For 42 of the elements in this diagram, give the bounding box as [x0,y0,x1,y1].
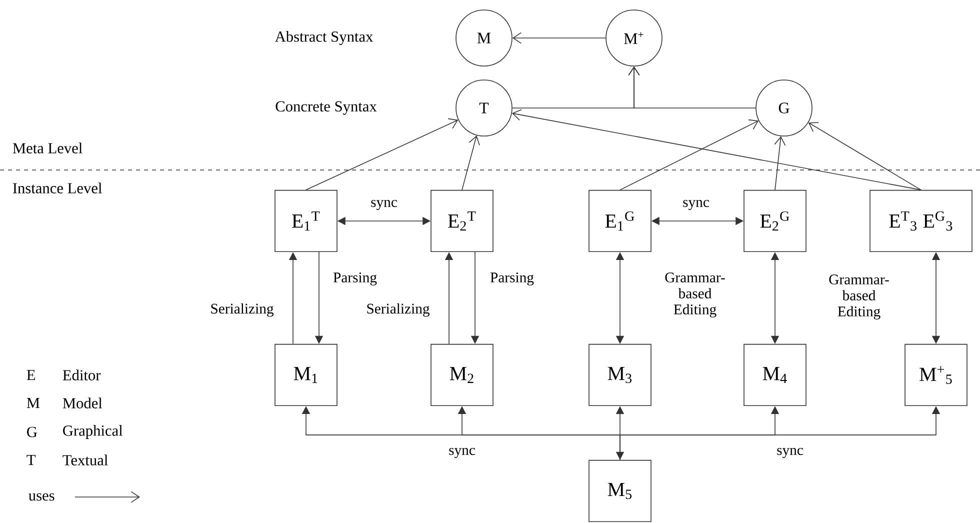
arrow [512,32,606,44]
edge-label: Parsing [332,271,378,287]
edge-label: sync [369,198,399,212]
legend-text: Editor [62,370,101,380]
edge-label: sync [447,446,477,460]
edge-label: Serializing [364,302,432,318]
arrow [462,135,480,190]
model-box: M$_{1}$ [274,344,338,406]
model-box: M$^{+}$5 [904,344,968,406]
arrow [306,118,458,190]
arrow [774,136,786,190]
level-label: Meta Level [12,142,82,154]
legend-text: Graphical [63,425,123,439]
edge-label: sync [775,446,805,460]
model-box: E$_{1}$G [588,190,652,252]
model-box: E$_{2}$G [744,190,806,252]
legend-text: Textual [62,454,108,466]
edge-label: Grammar-based Editing [824,273,894,321]
legend-text: E [26,370,35,380]
level-label: Abstract Syntax [274,31,374,45]
edge-label: Parsing [488,271,536,287]
legend-text: T [26,454,36,465]
edge-label: Serializing [208,302,276,318]
edge-label: Grammar-based Editing [660,271,730,319]
model-box: E$_{2}$T [430,190,494,252]
model-box: M$_{4}$ [744,344,806,406]
model-box: E$_{1}$T [274,190,338,252]
legend-text: Model [62,398,102,408]
legend-text: G [27,426,37,438]
model-box: M$_{2}$ [430,344,494,406]
model-box: M$_{3}$ [588,344,652,406]
legend-text: uses [28,493,54,501]
legend-text: M [26,398,40,408]
edge-label: sync [681,198,711,212]
arrow [512,109,922,190]
model-box: M$_{5}$ [588,460,652,522]
arrow [620,119,759,190]
arrow [808,122,922,190]
level-label: Instance Level [12,182,102,194]
arrow [628,66,756,108]
model-box: E$^{T}$$_{3}$ E$^{G}$3 [870,190,972,252]
level-label: Concrete Syntax [276,101,377,115]
